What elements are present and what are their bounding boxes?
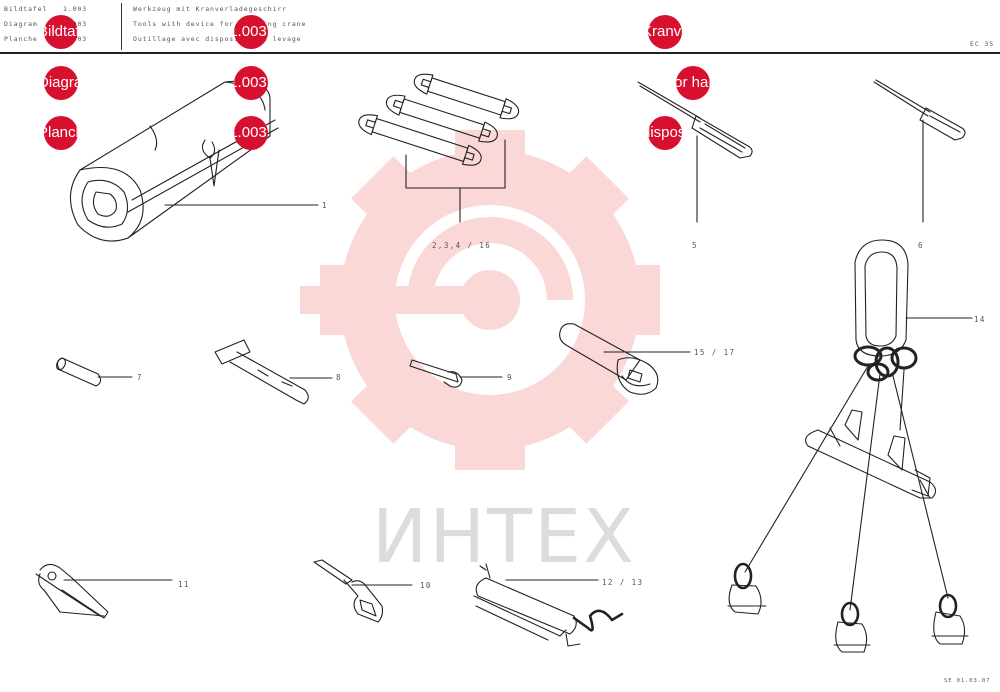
callout-9: 9 [507, 373, 513, 382]
header-code-1: 1.003 [63, 5, 88, 13]
hotspot-code-1[interactable]: 1.003 [234, 15, 268, 49]
footer-code: SE 01.03.07 [944, 678, 991, 684]
hotspot-for-handling-crane[interactable]: for handling crane [676, 66, 710, 100]
watermark-text: ИНТЕХ [372, 494, 636, 580]
header-label-3: Planche [4, 35, 38, 43]
callout-10: 10 [420, 581, 432, 590]
hammer [214, 339, 309, 405]
hook-spanner [559, 323, 659, 395]
header-divider [121, 3, 122, 50]
callout-2-3-4-16: 2,3,4 / 16 [432, 241, 492, 250]
grease-gun [473, 563, 624, 647]
tool-roll-bag [69, 80, 279, 242]
callout-8: 8 [336, 373, 342, 382]
callout-14: 14 [974, 315, 986, 324]
hotspot-code-3[interactable]: 1.003 [234, 116, 268, 150]
hotspot-bildtafel[interactable]: Bildtafel [44, 15, 78, 49]
header-title-fr: Outillage avec dispositif de levage [133, 35, 302, 43]
callout-12-13: 12 / 13 [602, 578, 644, 587]
pliers [35, 563, 109, 619]
leader-line-2 [405, 139, 506, 223]
header-title-en: Tools with device for handling crane [133, 20, 307, 28]
hotspot-diagram[interactable]: Diagram [44, 66, 78, 100]
callout-1: 1 [322, 201, 328, 210]
header-rule [0, 52, 1000, 54]
watermark-gear-logo [300, 130, 660, 470]
callout-7: 7 [137, 373, 143, 382]
hotspot-dispositif-de-levage[interactable]: dispositif de levage [648, 116, 682, 150]
crane-lifting-tackle [727, 239, 969, 653]
hotspot-kranverladegeschirr[interactable]: Kranverladegeschirr [648, 15, 682, 49]
callout-5: 5 [692, 241, 698, 250]
hotspot-planche[interactable]: Planche [44, 116, 78, 150]
callout-15-17: 15 / 17 [694, 348, 736, 357]
screwdriver-large [637, 81, 753, 159]
header-label-1: Bildtafel [4, 5, 48, 13]
header-label-2: Diagram [4, 20, 38, 28]
socket-key [313, 559, 384, 623]
page-code: EC 35 [970, 40, 995, 48]
cylindrical-pin [56, 357, 102, 387]
hotspot-code-2[interactable]: 1.003 [234, 66, 268, 100]
header-title-de: Werkzeug mit Kranverladegeschirr [133, 5, 288, 13]
callout-11: 11 [178, 580, 190, 589]
callout-6: 6 [918, 241, 924, 250]
open-end-spanners [358, 73, 520, 166]
drift-punch [409, 359, 463, 388]
screwdriver-small [873, 79, 966, 141]
